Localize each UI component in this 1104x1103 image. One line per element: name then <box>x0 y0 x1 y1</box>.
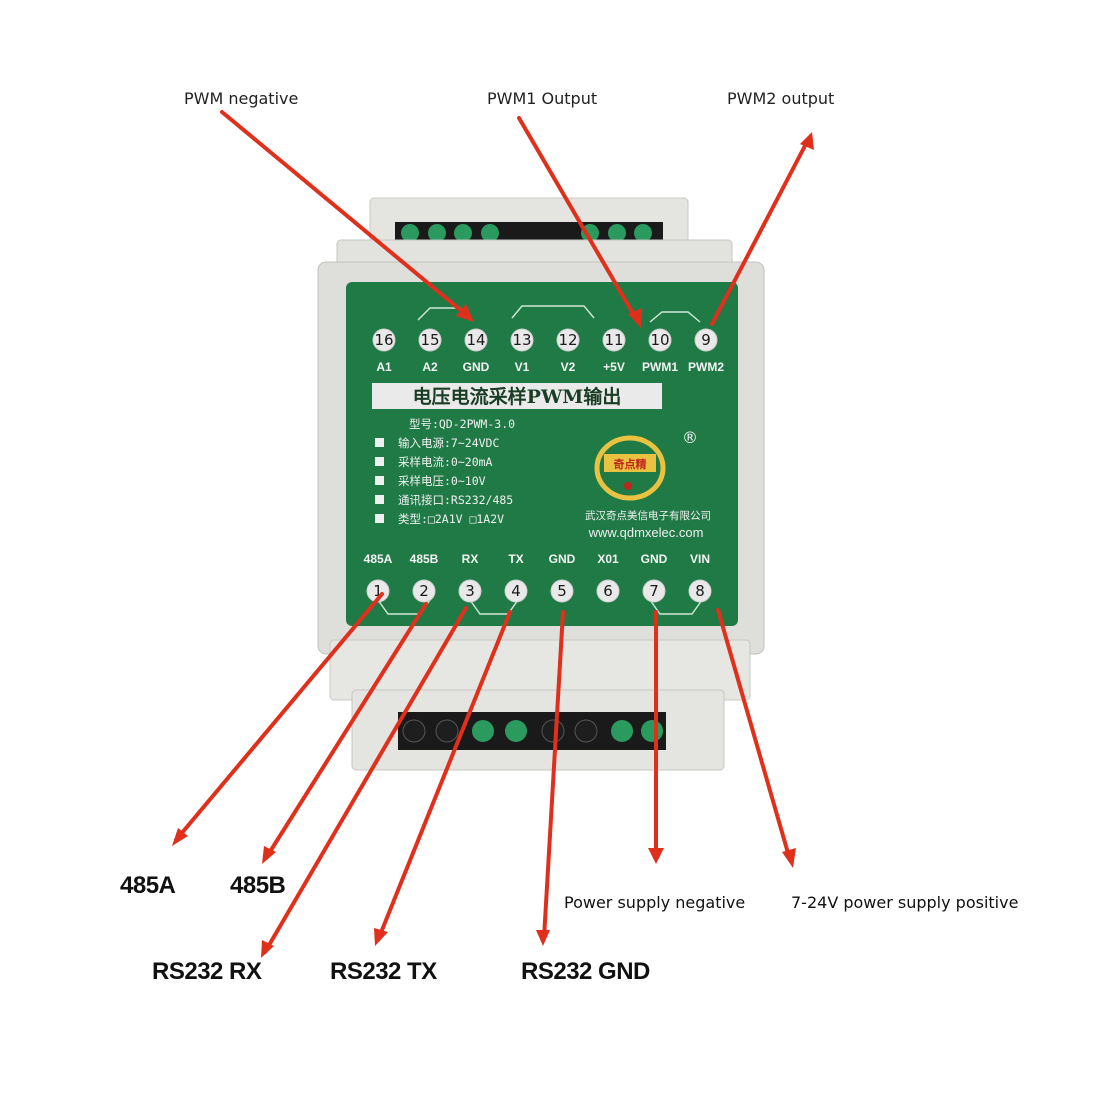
spec-line: 通讯接口:RS232/485 <box>398 493 513 507</box>
callout-rs232-tx: RS232 TX <box>330 958 437 985</box>
terminal-label: A1 <box>376 360 392 374</box>
spec-line: 输入电源:7~24VDC <box>398 436 499 450</box>
terminal-number-circle <box>694 328 718 352</box>
terminal-label: A2 <box>422 360 438 374</box>
terminal-number: 4 <box>511 582 521 600</box>
website: www.qdmxelec.com <box>588 525 704 540</box>
arrow-pwm1-output <box>517 116 640 324</box>
terminal-number: 7 <box>649 582 659 600</box>
terminal-number: 2 <box>419 582 429 600</box>
model-number: 型号:QD-2PWM-3.0 <box>409 417 515 431</box>
brand-logo: 奇点精 ® <box>594 428 698 501</box>
terminal-label: TX <box>508 552 523 566</box>
terminal-number-circle <box>464 328 488 352</box>
terminal-number-circle <box>688 579 712 603</box>
spec-bullet <box>375 476 384 485</box>
terminal-number: 3 <box>465 582 475 600</box>
terminal-label: GND <box>463 360 490 374</box>
terminal-label: V1 <box>515 360 530 374</box>
terminal-number: 12 <box>558 331 577 349</box>
terminal-number: 13 <box>512 331 531 349</box>
terminal-number: 11 <box>604 331 623 349</box>
front-panel <box>346 282 738 626</box>
terminal-number-circle <box>648 328 672 352</box>
product-title: 电压电流采样PWM输出 <box>413 385 622 408</box>
callout-power-negative: Power supply negative <box>564 893 746 912</box>
terminal-number: 6 <box>603 582 613 600</box>
terminal-number-circle <box>458 579 482 603</box>
terminal-number-circle <box>372 328 396 352</box>
terminal-number-circle <box>602 328 626 352</box>
terminal-label: PWM2 <box>688 360 724 374</box>
terminal-number-circle <box>504 579 528 603</box>
spec-line: 采样电流:0~20mA <box>398 455 493 469</box>
callout-485a: 485A <box>120 872 176 899</box>
terminal-number: 14 <box>466 331 485 349</box>
terminal-label: 485B <box>410 552 439 566</box>
terminal-label: GND <box>641 552 668 566</box>
arrow-pwm-negative <box>220 110 472 320</box>
terminal-label: VIN <box>690 552 710 566</box>
callout-rs232-rx: RS232 RX <box>152 958 262 985</box>
top-screw-row <box>401 224 652 242</box>
terminal-number-circle <box>366 579 390 603</box>
arrow-485b <box>264 602 428 860</box>
title-band <box>372 383 662 409</box>
terminal-number: 9 <box>701 331 711 349</box>
arrow-heads <box>172 132 814 958</box>
terminal-number: 5 <box>557 582 567 600</box>
callout-pwm1-output: PWM1 Output <box>487 89 598 108</box>
terminal-number-circle <box>596 579 620 603</box>
company-name: 武汉奇点美信电子有限公司 <box>585 509 711 522</box>
arrow-rs232-tx <box>376 610 512 942</box>
terminal-label: RX <box>462 552 479 566</box>
terminal-label: GND <box>549 552 576 566</box>
arrow-power-positive <box>716 608 792 862</box>
arrow-pwm2-output <box>710 138 810 326</box>
bottom-terminal-labels: 1 485A 2 485B 3 RX 4 TX 5 GND 6 X01 7 GND 8 VIN <box>364 552 712 603</box>
terminal-number: 1 <box>373 582 383 600</box>
terminal-number: 15 <box>420 331 439 349</box>
svg-text:®: ® <box>682 428 698 447</box>
terminal-label: X01 <box>597 552 619 566</box>
terminal-number-circle <box>550 579 574 603</box>
terminal-number-circle <box>510 328 534 352</box>
spec-bullet <box>375 495 384 504</box>
terminal-number: 16 <box>374 331 393 349</box>
spec-line: 采样电压:0~10V <box>398 474 486 488</box>
terminal-label: PWM1 <box>642 360 678 374</box>
terminal-label: 485A <box>364 552 393 566</box>
terminal-number-circle <box>418 328 442 352</box>
callout-power-positive: 7-24V power supply positive <box>791 893 1019 912</box>
callout-arrows <box>174 110 810 954</box>
spec-bullet <box>375 438 384 447</box>
bottom-screw-row <box>402 719 663 743</box>
terminal-label: V2 <box>561 360 576 374</box>
terminal-number: 8 <box>695 582 705 600</box>
spec-bullet <box>375 514 384 523</box>
spec-line: 类型:□2A1V □1A2V <box>398 512 504 526</box>
arrow-rs232-gnd <box>542 610 565 940</box>
callout-rs232-gnd: RS232 GND <box>521 958 650 985</box>
spec-list: 输入电源:7~24VDC 采样电流:0~20mA 采样电压:0~10V 通讯接口:RS… <box>375 436 513 526</box>
terminal-label: +5V <box>603 360 625 374</box>
svg-text:奇点精: 奇点精 <box>614 457 647 471</box>
terminal-number-circle <box>642 579 666 603</box>
callout-pwm2-output: PWM2 output <box>727 89 835 108</box>
callout-485b: 485B <box>230 872 286 899</box>
terminal-number-circle <box>412 579 436 603</box>
arrow-rs232-rx <box>263 606 468 954</box>
spec-bullet <box>375 457 384 466</box>
terminal-number: 10 <box>650 331 669 349</box>
arrow-485a <box>174 592 384 842</box>
callout-pwm-negative: PWM negative <box>184 89 299 108</box>
terminal-number-circle <box>556 328 580 352</box>
